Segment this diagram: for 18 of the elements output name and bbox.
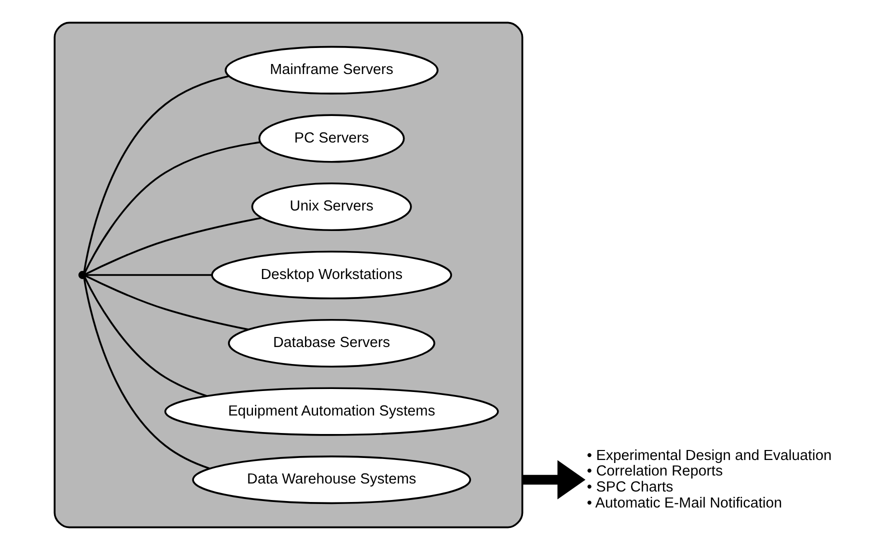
connector (86, 216, 262, 275)
cluster (54, 22, 524, 528)
connector (86, 275, 249, 330)
connector (86, 274, 212, 276)
node-ellipse: Unix Servers (251, 182, 412, 232)
connector (84, 277, 208, 397)
connector (84, 141, 260, 273)
node-ellipse: PC Servers (258, 114, 405, 163)
node-ellipse: Data Warehouse Systems (192, 455, 472, 504)
node-ellipse: Database Servers (228, 318, 436, 368)
node-ellipse: Equipment Automation Systems (164, 387, 499, 436)
arrow (522, 460, 586, 500)
node-point (78, 270, 87, 280)
node-ellipse: Desktop Workstations (211, 250, 452, 300)
connector (83, 75, 230, 272)
node-ellipse: Mainframe Servers (224, 46, 438, 95)
connector (83, 278, 210, 470)
node-text: • Experimental Design and Evaluation • Correlation Reports • SPC Charts • Automatic E-Mail Notification (586, 448, 832, 512)
